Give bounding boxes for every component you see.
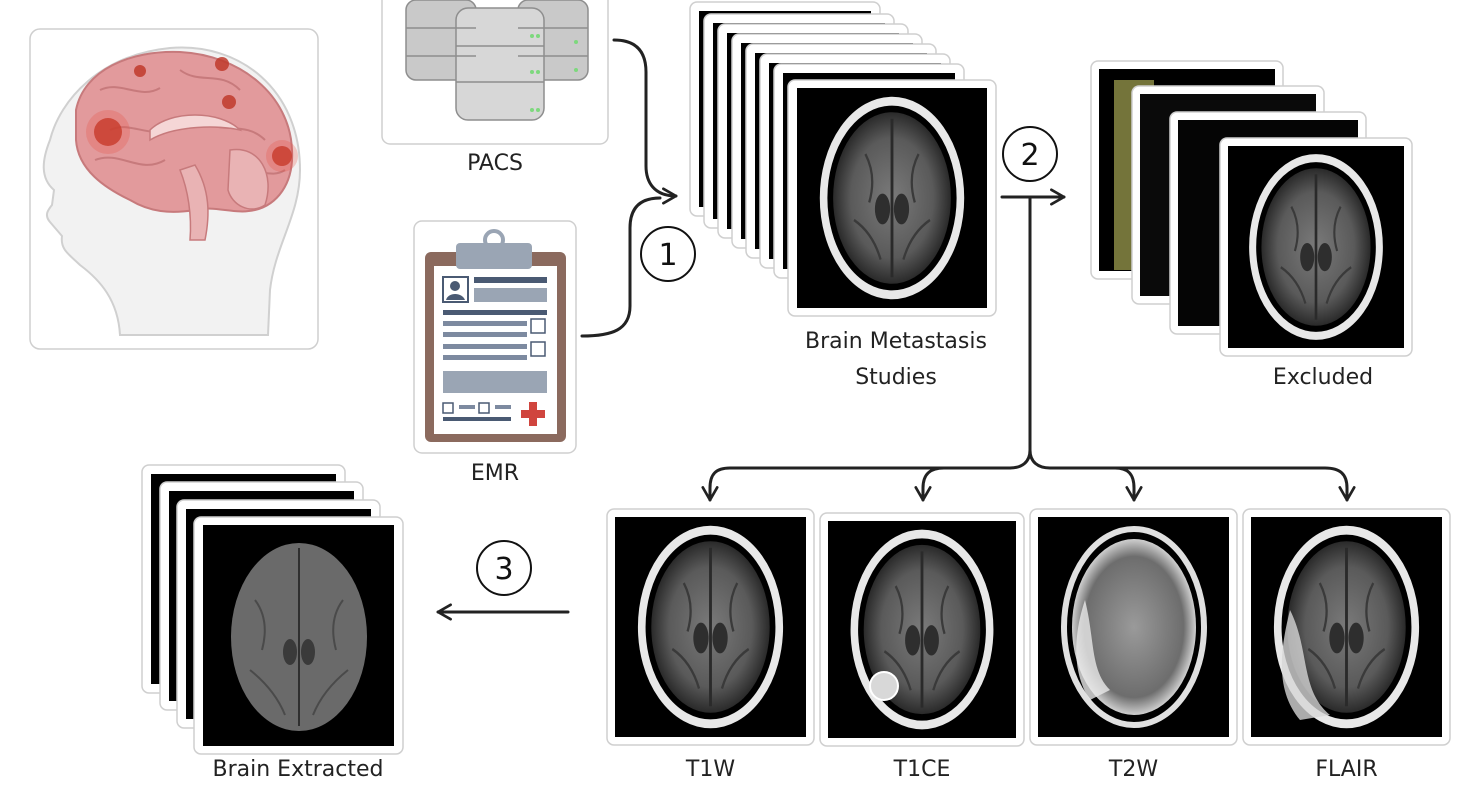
- step-1-badge: 1: [640, 226, 696, 282]
- emr-to-studies-line: [580, 196, 662, 338]
- split-trunk-line: [701, 195, 1032, 502]
- sequence-t1ce-label: T1CE: [893, 757, 951, 782]
- excluded-label: Excluded: [1272, 365, 1374, 390]
- sequence-t1w-label: T1W: [685, 757, 736, 782]
- pacs-database: [381, 0, 609, 145]
- brain-extracted-stack: [141, 464, 404, 755]
- branch-flair-arrow: [1113, 466, 1356, 502]
- studies-label-line2: Studies: [855, 365, 937, 390]
- branch-t2w-arrow: [1028, 448, 1143, 502]
- sequence-flair-label: FLAIR: [1315, 757, 1378, 782]
- sequence-t1ce-card: [819, 512, 1025, 747]
- workflow-diagram: [29, 0, 1451, 755]
- emr-label: EMR: [470, 461, 520, 486]
- sequence-t2w-card: [1029, 508, 1238, 746]
- sequence-t2w-label: T2W: [1108, 757, 1159, 782]
- pacs-to-studies-arrow: [612, 38, 678, 205]
- step-3-badge: 3: [476, 540, 532, 596]
- sequence-t1w-card: [606, 508, 815, 746]
- studies-label-line1: Brain Metastasis: [805, 329, 987, 354]
- studies-stack: [689, 1, 997, 317]
- emr-clipboard: [413, 220, 577, 454]
- pacs-label: PACS: [467, 151, 523, 176]
- brain-extracted-label: Brain Extracted: [212, 757, 384, 782]
- step-2-badge: 2: [1002, 126, 1058, 182]
- connectors: [436, 38, 1356, 621]
- sequence-flair-card: [1242, 508, 1451, 746]
- head-illustration: [29, 28, 319, 350]
- branch-t1ce-arrow: [914, 466, 1012, 502]
- excluded-stack: [1090, 60, 1413, 357]
